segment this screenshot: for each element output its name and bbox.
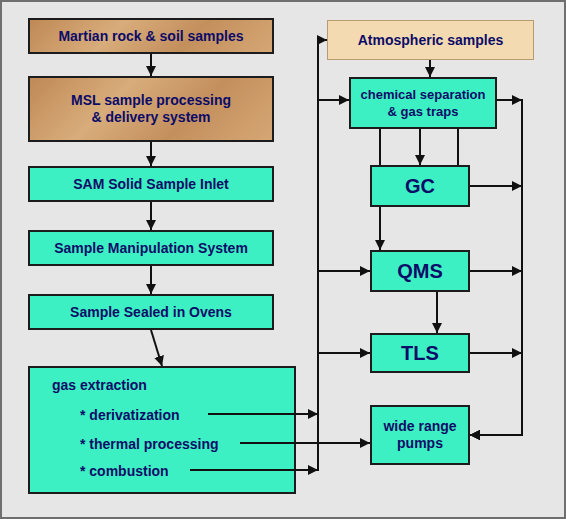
sample-source-box: Atmospheric samples — [327, 20, 534, 60]
process-box: SAM Solid Sample Inlet — [28, 166, 274, 202]
box-label: Sample Sealed in Ovens — [70, 304, 232, 321]
bus-arrowhead — [512, 348, 522, 358]
flow-arrow — [429, 60, 431, 77]
flow-arrow — [150, 54, 152, 76]
flow-arrow — [150, 266, 152, 294]
box-label: chemical separation & gas traps — [359, 86, 487, 120]
box-label: Atmospheric samples — [358, 32, 504, 49]
box-label: Martian rock & soil samples — [58, 28, 243, 45]
flow-arrow — [296, 40, 327, 470]
process-box: chemical separation & gas traps — [349, 77, 497, 129]
box-label: MSL sample processing & delivery system — [68, 92, 234, 126]
flow-arrow — [151, 330, 162, 366]
flow-arrow — [470, 353, 522, 435]
bus-arrowhead — [512, 266, 522, 276]
flow-arrow — [296, 100, 349, 470]
bus-arrowhead — [512, 95, 522, 105]
sample-source-box: Martian rock & soil samples — [28, 18, 274, 54]
flow-arrow — [296, 353, 370, 470]
box-label: gas extraction — [52, 377, 147, 394]
link-line — [379, 129, 381, 165]
box-label: GC — [405, 175, 435, 197]
bus-arrowhead — [308, 465, 318, 475]
flow-arrow — [419, 129, 421, 165]
link-line — [457, 129, 459, 165]
process-box: Sample Manipulation System — [28, 230, 274, 266]
box-label: QMS — [397, 260, 443, 282]
flow-arrow — [436, 292, 438, 333]
flow-arrow — [296, 271, 370, 470]
lead-line — [208, 413, 318, 415]
box-item: * thermal processing — [80, 436, 219, 453]
box-item: * derivatization — [80, 407, 180, 424]
flow-arrow — [379, 207, 381, 250]
flow-arrow — [296, 442, 370, 444]
instrument-box: wide range pumps — [370, 405, 470, 465]
instrument-box: GC — [370, 165, 470, 207]
flow-arrow — [470, 100, 522, 435]
process-box: Sample Sealed in Ovens — [28, 294, 274, 330]
bus-arrowhead — [512, 181, 522, 191]
box-item: * combustion — [80, 463, 169, 480]
flow-arrow — [470, 186, 522, 435]
flow-arrow — [150, 142, 152, 166]
box-label: wide range pumps — [372, 418, 468, 452]
instrument-box: QMS — [370, 250, 470, 292]
lead-line — [240, 442, 296, 444]
flow-arrow — [150, 202, 152, 230]
lead-line — [190, 469, 296, 471]
flow-arrow — [470, 271, 522, 435]
process-box: gas extraction * derivatization * thermal … — [28, 366, 296, 494]
box-label: SAM Solid Sample Inlet — [73, 176, 229, 193]
instrument-box: TLS — [370, 333, 470, 373]
box-label: TLS — [401, 342, 439, 364]
process-box: MSL sample processing & delivery system — [28, 76, 274, 142]
box-label: Sample Manipulation System — [54, 240, 248, 257]
